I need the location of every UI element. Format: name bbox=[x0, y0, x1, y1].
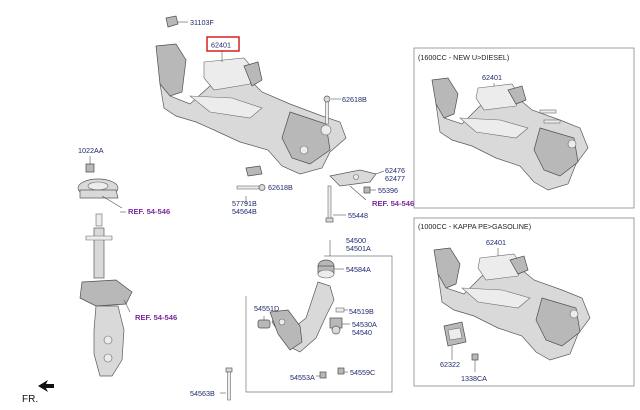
label-62618b-mid[interactable]: 62618B bbox=[268, 183, 293, 192]
label-54501a[interactable]: 54501A bbox=[346, 244, 371, 253]
lower-control-arm[interactable] bbox=[269, 281, 335, 353]
strut-assembly[interactable] bbox=[77, 163, 133, 377]
bolt-54559c-icon bbox=[337, 367, 345, 375]
nut-55396-icon bbox=[363, 186, 371, 194]
label-62401-diesel[interactable]: 62401 bbox=[482, 73, 502, 82]
label-55396[interactable]: 55396 bbox=[378, 186, 398, 195]
label-54519b[interactable]: 54519B bbox=[349, 307, 374, 316]
subframe-diesel[interactable] bbox=[431, 77, 589, 191]
label-54559c[interactable]: 54559C bbox=[350, 368, 375, 377]
bolt-31103f-icon bbox=[165, 15, 179, 28]
ref-54-546-right[interactable]: REF. 54-546 bbox=[372, 199, 414, 208]
highlight-62401-box bbox=[206, 36, 240, 52]
variant-box-diesel bbox=[413, 47, 635, 209]
nut-54553a-icon bbox=[319, 371, 327, 379]
label-54563b[interactable]: 54563B bbox=[190, 389, 215, 398]
variant-box-gasoline bbox=[413, 217, 635, 387]
label-54564b[interactable]: 54564B bbox=[232, 207, 257, 216]
lower-arm-group-box bbox=[245, 255, 393, 393]
label-57791b[interactable]: 57791B bbox=[232, 199, 257, 208]
ball-joint-54530a-icon bbox=[329, 317, 343, 335]
label-54553a[interactable]: 54553A bbox=[290, 373, 315, 382]
label-62618b-top[interactable]: 62618B bbox=[342, 95, 367, 104]
label-62401-gasoline[interactable]: 62401 bbox=[486, 238, 506, 247]
bolt-62618b-mid-icon bbox=[236, 184, 266, 191]
label-62477[interactable]: 62477 bbox=[385, 174, 405, 183]
label-62401-main[interactable]: 62401 bbox=[211, 41, 231, 50]
subframe-gasoline[interactable] bbox=[433, 247, 591, 361]
main-subframe[interactable] bbox=[155, 43, 347, 175]
variant-box-diesel-title: (1600CC - NEW U>DIESEL) bbox=[418, 53, 509, 62]
label-1022aa[interactable]: 1022AA bbox=[78, 146, 104, 155]
front-direction-label: FR. bbox=[22, 394, 38, 405]
bracket-62476-icon bbox=[329, 169, 377, 187]
front-direction-arrow-icon bbox=[38, 380, 54, 392]
bracket-57791b-icon bbox=[245, 165, 263, 177]
bolt-1338ca-icon bbox=[471, 353, 479, 361]
label-54500[interactable]: 54500 bbox=[346, 236, 366, 245]
bracket-62322-icon bbox=[443, 321, 467, 347]
label-55448[interactable]: 55448 bbox=[348, 211, 368, 220]
variant-box-gasoline-title: (1000CC - KAPPA PE>GASOLINE) bbox=[418, 222, 531, 231]
bolt-55448-icon bbox=[325, 185, 334, 223]
bushing-54584a-icon bbox=[317, 259, 335, 279]
label-54551d[interactable]: 54551D bbox=[254, 304, 279, 313]
bolt-54563b-icon bbox=[225, 367, 233, 401]
label-62476[interactable]: 62476 bbox=[385, 166, 405, 175]
ref-54-546-lower[interactable]: REF. 54-546 bbox=[135, 313, 177, 322]
label-54584a[interactable]: 54584A bbox=[346, 265, 371, 274]
label-54530a[interactable]: 54530A bbox=[352, 320, 377, 329]
bolt-54519b-icon bbox=[335, 307, 345, 313]
label-54540[interactable]: 54540 bbox=[352, 328, 372, 337]
ref-54-546-upper[interactable]: REF. 54-546 bbox=[128, 207, 170, 216]
bushing-54551d-icon bbox=[257, 319, 271, 329]
bolt-62618b-top-icon bbox=[323, 95, 331, 125]
label-62322[interactable]: 62322 bbox=[440, 360, 460, 369]
label-1338ca[interactable]: 1338CA bbox=[461, 374, 487, 383]
label-31103f[interactable]: 31103F bbox=[190, 18, 214, 27]
